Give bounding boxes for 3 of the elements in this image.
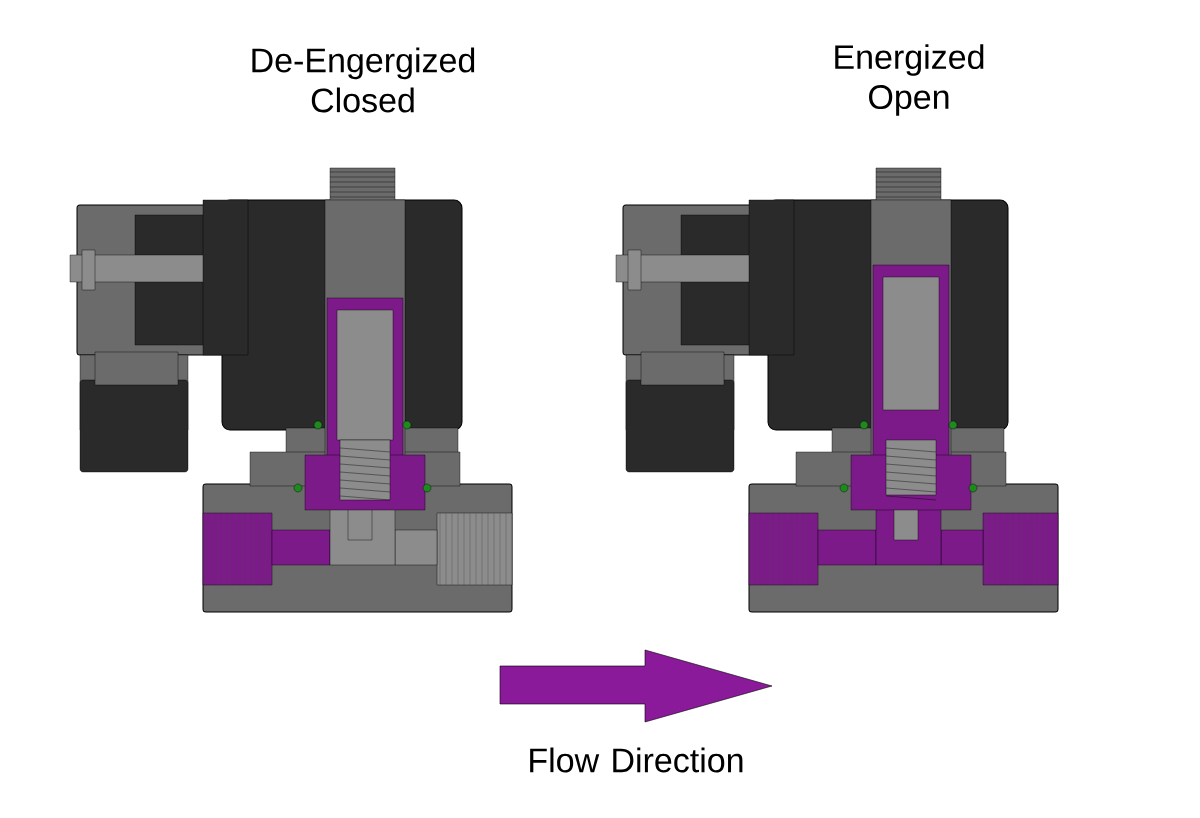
heading: Flow Direction [530,747,743,773]
heading: De-Engergized Closed [252,47,475,113]
heading: Energized Open [835,44,984,116]
